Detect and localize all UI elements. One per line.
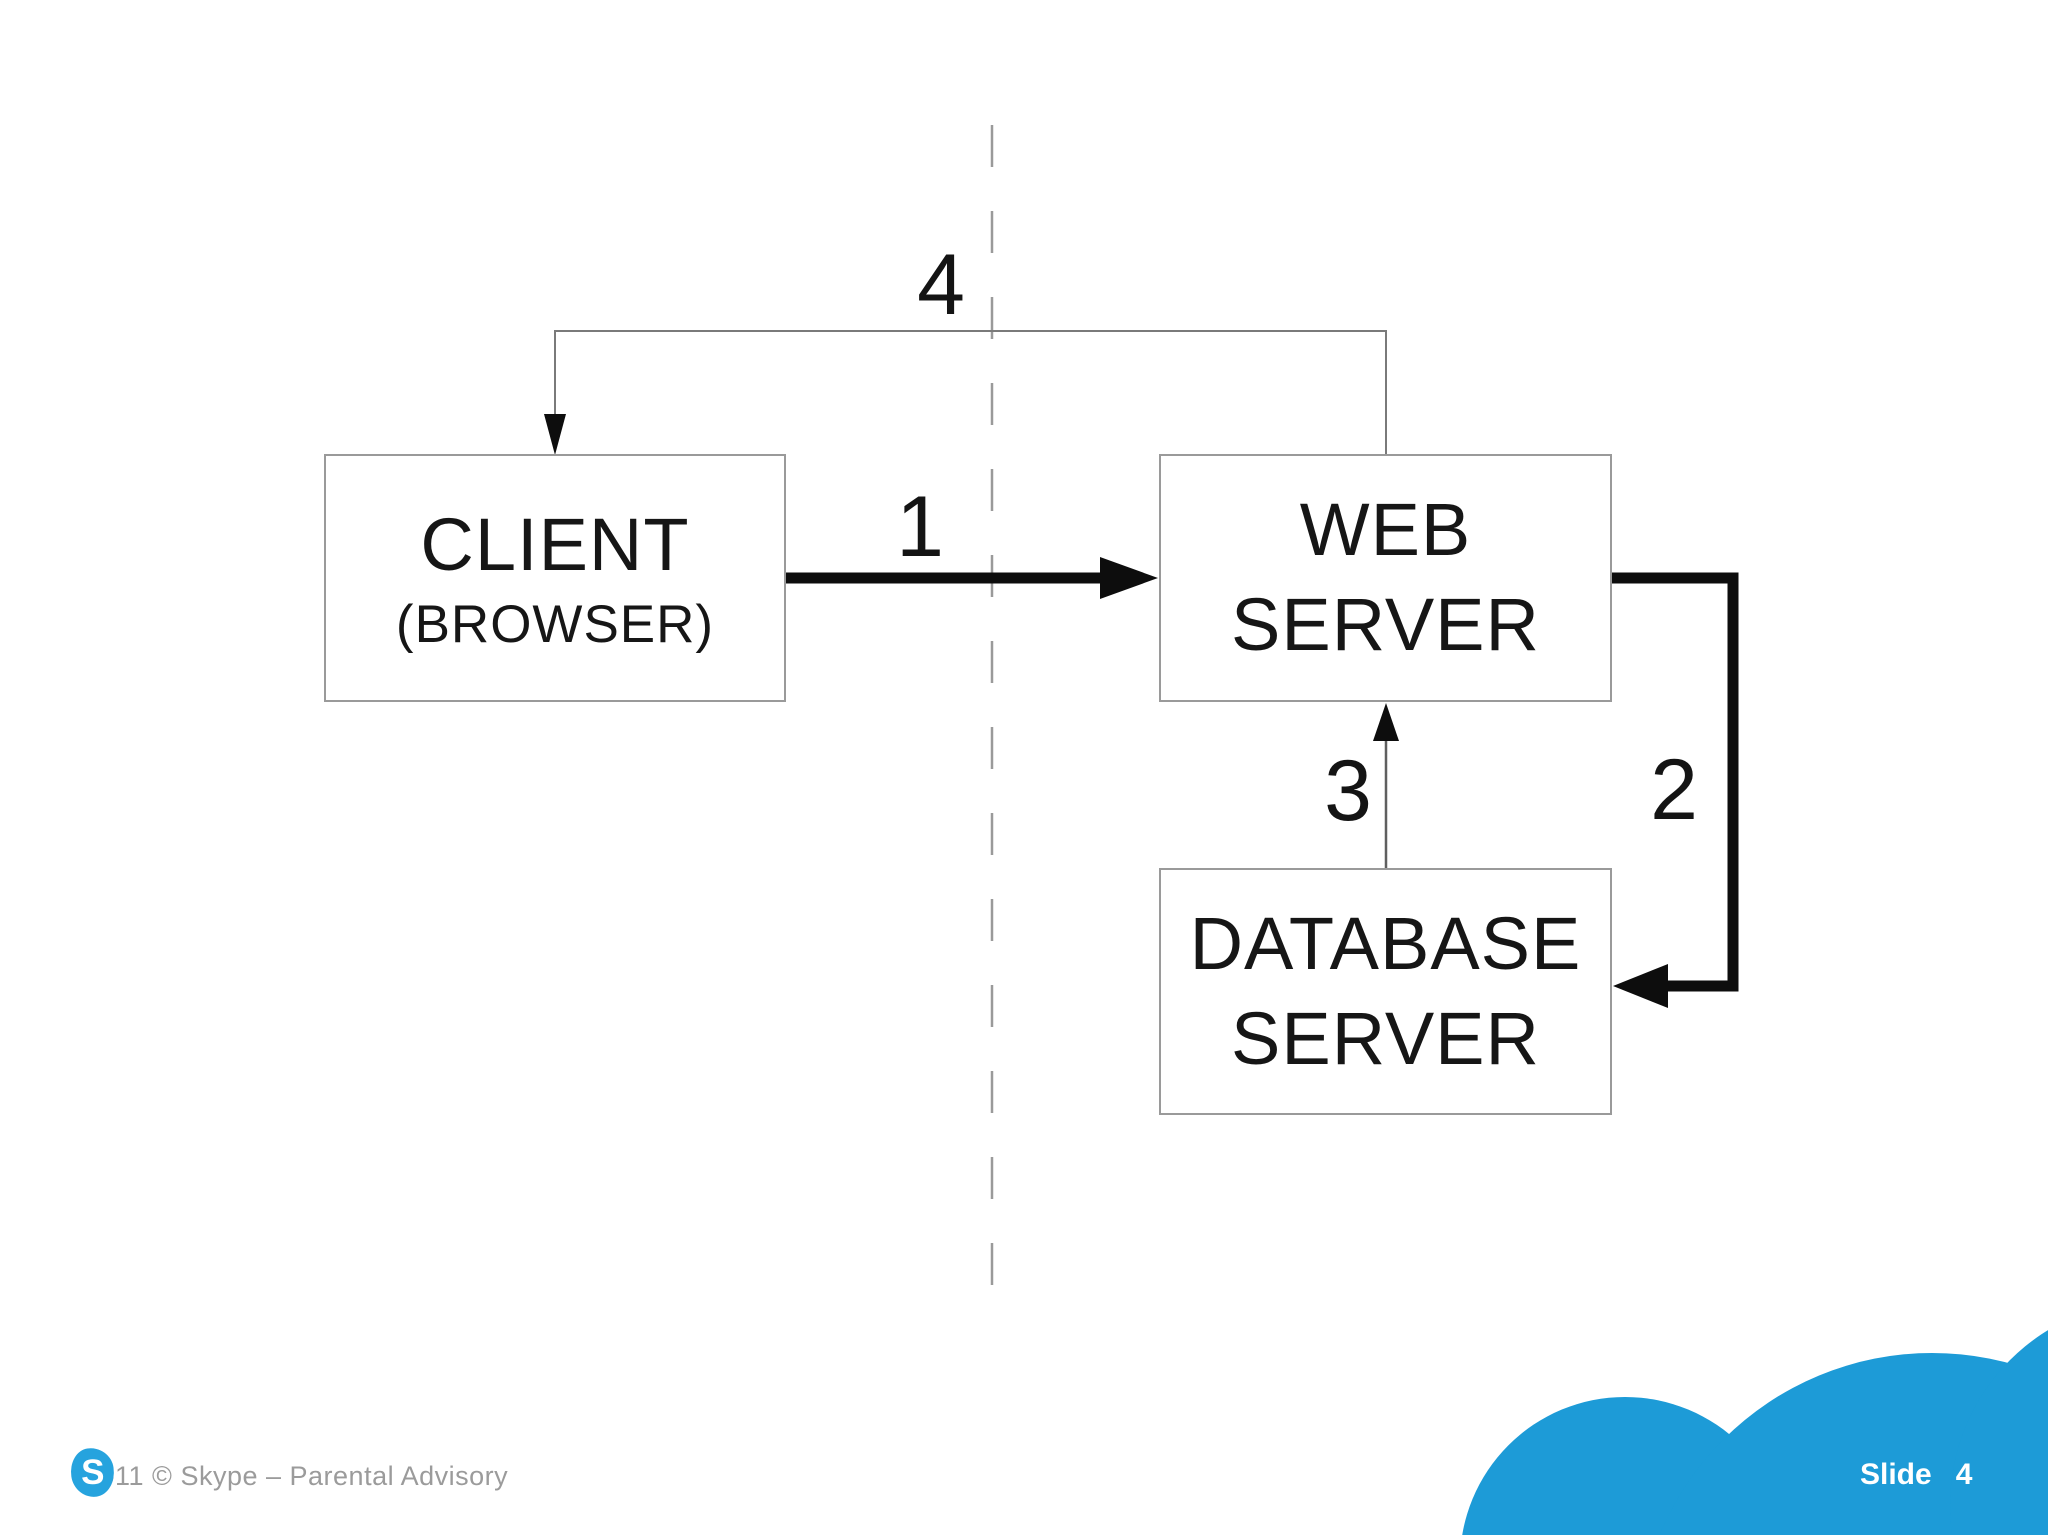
client-box-subtitle: (BROWSER): [395, 595, 715, 655]
arrow-4-head: [544, 414, 566, 455]
web-server-box-line2: SERVER: [1231, 583, 1540, 666]
database-server-box-line2: SERVER: [1231, 996, 1540, 1080]
cloud-graphic: [1462, 1330, 2048, 1535]
arrow-2-head: [1613, 964, 1668, 1008]
arrow-3-head: [1373, 703, 1399, 741]
client-box: CLIENT (BROWSER): [324, 454, 786, 702]
web-server-box: WEB SERVER: [1159, 454, 1612, 702]
arrow-1-head: [1100, 557, 1158, 599]
arrow-3-label: 3: [1324, 743, 1372, 839]
arrow-2-web-to-database: [1608, 572, 1739, 1008]
arrow-1-label: 1: [896, 479, 944, 575]
client-box-title: CLIENT: [420, 502, 690, 586]
arrow-4-web-to-client: [544, 330, 1387, 455]
arrow-1-client-to-web: [786, 557, 1158, 599]
slide-number-value: 4: [1955, 1458, 1973, 1491]
skype-logo-letter: S: [80, 1452, 105, 1492]
arrow-3-database-to-web: [1373, 703, 1399, 868]
database-server-box: DATABASE SERVER: [1159, 868, 1612, 1115]
arrow-2-label: 2: [1650, 742, 1698, 838]
slide-number-label: Slide: [1860, 1458, 1932, 1491]
arrow-4-label: 4: [917, 237, 965, 333]
footer-copyright: 2011 © Skype – Parental Advisory: [84, 1461, 509, 1491]
web-server-box-line1: WEB: [1299, 488, 1472, 572]
database-server-box-line1: DATABASE: [1189, 901, 1582, 985]
slide-number: Slide 4: [1860, 1458, 1972, 1492]
